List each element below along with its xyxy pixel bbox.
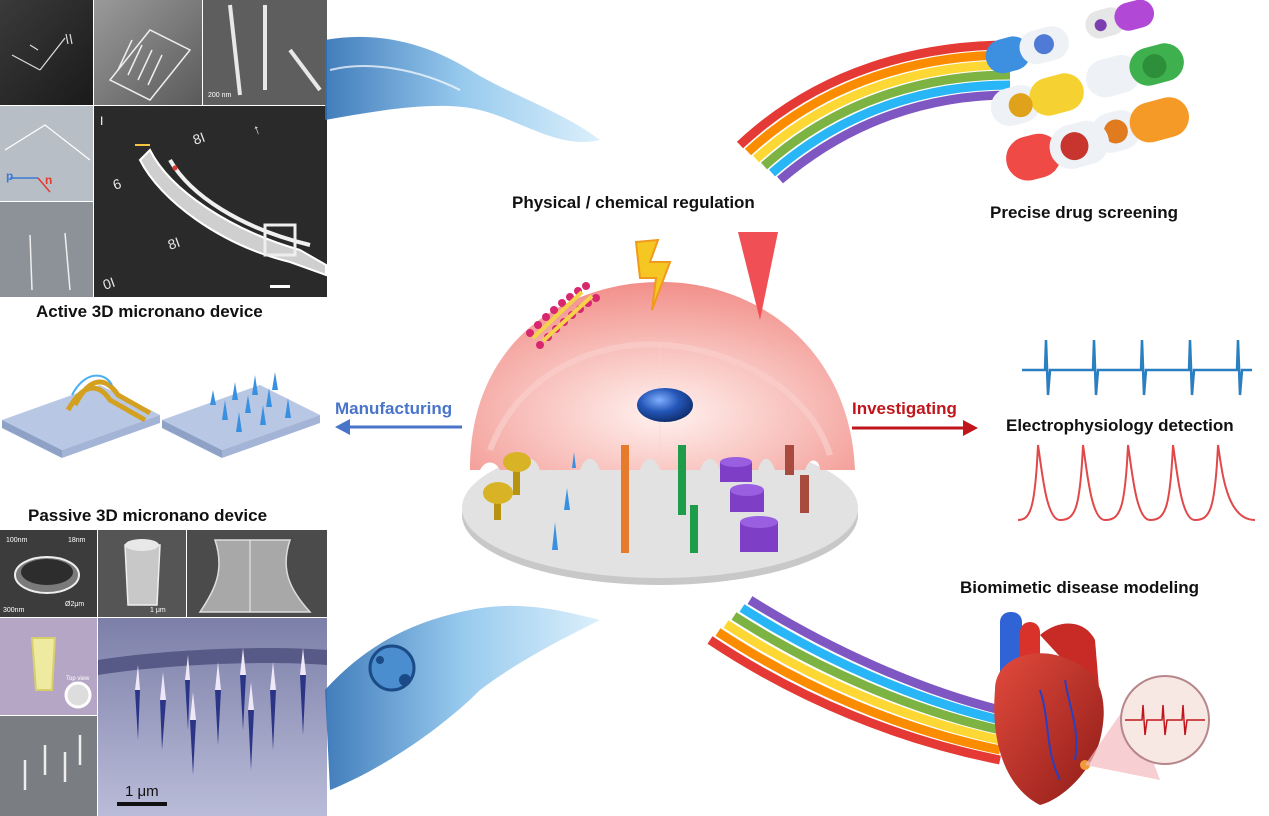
label-passive-device: Passive 3D micronano device <box>28 506 268 525</box>
manufacturing-arrow <box>335 419 462 435</box>
svg-text:8I: 8I <box>191 129 207 148</box>
label-physical-regulation: Physical / chemical regulation <box>512 193 755 212</box>
panel-label-n: n <box>45 173 52 187</box>
label-active-device: Active 3D micronano device <box>36 302 263 321</box>
heart-icon <box>994 612 1210 805</box>
sem-label-2um: Ø2μm <box>65 601 84 608</box>
rainbow-icon-bottom <box>707 596 1002 765</box>
sem-label-top-view: Top view <box>66 676 90 682</box>
label-disease-modeling: Biomimetic disease modeling <box>960 578 1200 597</box>
svg-text:0I: 0I <box>101 274 117 293</box>
spike-trace <box>1022 339 1252 396</box>
sem-label-300nm: 300nm <box>3 607 25 614</box>
svg-text:8I: 8I <box>166 234 182 253</box>
sem-label-18nm: 18nm <box>68 537 86 544</box>
panel-label-i: I <box>100 114 103 128</box>
panel-label-p: p <box>6 169 13 183</box>
passive-device-schematic <box>162 372 320 458</box>
passive-sem-grid: 100nm 18nm 300nm Ø2μm 1 μm Top view <box>0 530 327 816</box>
label-investigating: Investigating <box>852 399 957 418</box>
action-potential-trace <box>1017 444 1256 522</box>
sem-label-100nm: 100nm <box>6 537 28 544</box>
label-manufacturing: Manufacturing <box>335 399 453 418</box>
lightning-icon <box>634 238 672 311</box>
active-device-schematic <box>2 374 160 458</box>
cell-model <box>462 281 858 585</box>
sem-label-1um-small: 1 μm <box>150 607 166 614</box>
label-electrophysiology: Electrophysiology detection <box>1006 416 1234 435</box>
label-drug-screening: Precise drug screening <box>990 203 1179 222</box>
investigating-arrow <box>852 420 978 436</box>
active-sem-grid: 200 nm p n I 8I ↑ 6 8I 0I <box>0 0 327 297</box>
water-splash-icon <box>325 36 600 790</box>
rainbow-icon <box>736 40 1011 184</box>
sem-label-200nm: 200 nm <box>208 92 232 99</box>
nucleus <box>637 388 693 422</box>
capsule-icon <box>985 0 1189 181</box>
laser-icon <box>738 232 778 320</box>
sem-label-1um-scale: 1 μm <box>125 783 159 800</box>
lipid-bilayer-icon <box>526 282 600 349</box>
